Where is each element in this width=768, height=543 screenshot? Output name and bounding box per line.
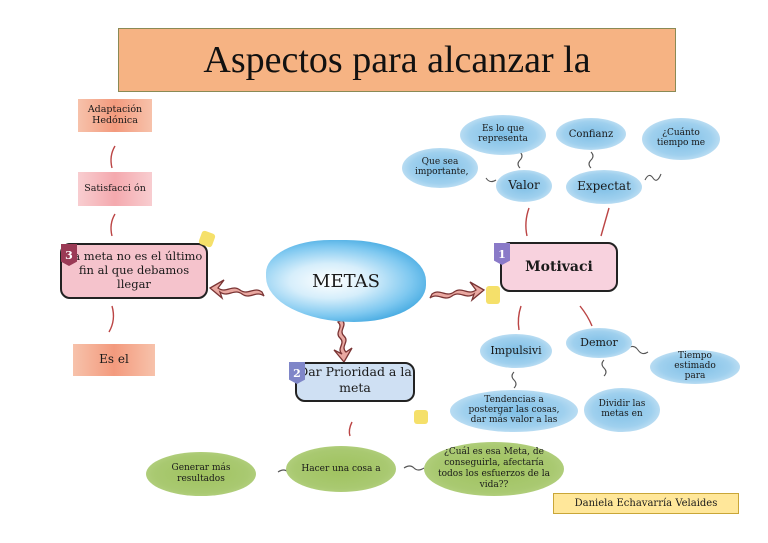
cloud-valor: Valor bbox=[496, 170, 552, 202]
satisfaccion-label: Satisfacci ón bbox=[84, 182, 146, 194]
node-motivacion: Motivaci bbox=[500, 242, 618, 292]
badge-3-number: 3 bbox=[65, 248, 73, 262]
arrow-box3-esel bbox=[108, 305, 115, 333]
demor-label: Demor bbox=[580, 335, 618, 349]
squig-impulsivi-tendencias bbox=[511, 371, 517, 389]
center-metas: METAS bbox=[266, 240, 426, 322]
cloud-cuanto-tiempo: ¿Cuánto tiempo me bbox=[642, 118, 720, 160]
cloud-confianz: Confianz bbox=[556, 118, 626, 150]
squig-expectat-cuanto bbox=[644, 173, 662, 181]
yellow-accent-right bbox=[486, 286, 500, 304]
badge-3: 3 bbox=[61, 244, 77, 266]
adaptacion-label: Adaptación Hedónica bbox=[87, 103, 143, 126]
cloud-dividir: Dividir las metas en bbox=[584, 388, 660, 432]
valor-label: Valor bbox=[508, 178, 540, 193]
arrow-motivacion-valor bbox=[525, 207, 530, 237]
green-generar: Generar más resultados bbox=[146, 452, 256, 496]
impulsivi-label: Impulsivi bbox=[490, 343, 542, 357]
center-label: METAS bbox=[312, 270, 380, 292]
arrow-motivacion-demor bbox=[579, 305, 593, 327]
badge-2: 2 bbox=[289, 362, 305, 384]
arrow-box3-satisfaccion bbox=[110, 213, 116, 237]
green-cual-es: ¿Cuál es esa Meta, de conseguirla, afect… bbox=[424, 442, 564, 496]
page-title: Aspectos para alcanzar la bbox=[203, 39, 591, 81]
cloud-impulsivi: Impulsivi bbox=[480, 334, 552, 368]
yellow-accent-bottom bbox=[414, 410, 428, 424]
node-box3: La meta no es el último fin al que debam… bbox=[60, 243, 208, 299]
confianz-label: Confianz bbox=[568, 128, 614, 140]
node-es-el: Es el bbox=[73, 344, 155, 376]
squig-hacer-cuales bbox=[403, 465, 425, 471]
que-sea-label: Que sea importante, bbox=[415, 157, 469, 177]
cloud-es-lo-que: Es lo que representa bbox=[460, 115, 546, 155]
badge-1-number: 1 bbox=[498, 247, 506, 261]
squig-demor-dividir bbox=[601, 359, 607, 377]
arrow-satisfaccion-adaptacion bbox=[110, 145, 116, 169]
node-satisfaccion: Satisfacci ón bbox=[78, 172, 152, 206]
arrow-box2-hacer bbox=[348, 421, 353, 437]
cloud-que-sea: Que sea importante, bbox=[402, 148, 478, 188]
box3-label: La meta no es el último fin al que debam… bbox=[65, 249, 203, 291]
big-arrow-right bbox=[429, 281, 486, 302]
cual-es-label: ¿Cuál es esa Meta, de conseguirla, afect… bbox=[437, 447, 550, 490]
badge-1: 1 bbox=[494, 243, 510, 265]
node-adaptacion: Adaptación Hedónica bbox=[78, 99, 152, 132]
title-box: Aspectos para alcanzar la bbox=[118, 28, 676, 92]
green-hacer: Hacer una cosa a bbox=[286, 446, 396, 492]
arrow-motivacion-impulsivi bbox=[517, 305, 522, 331]
cloud-demor: Demor bbox=[566, 328, 632, 358]
node-dar-prioridad: Dar Prioridad a la meta bbox=[295, 362, 415, 402]
arrow-motivacion-expectat bbox=[600, 207, 610, 237]
squig-valor-quesea bbox=[485, 177, 497, 183]
dividir-label: Dividir las metas en bbox=[598, 399, 646, 419]
expectat-label: Expectat bbox=[577, 179, 631, 194]
dar-prioridad-label: Dar Prioridad a la meta bbox=[298, 364, 412, 395]
squig-expectat-confianz bbox=[588, 151, 594, 169]
cuanto-tiempo-label: ¿Cuánto tiempo me bbox=[656, 128, 706, 148]
es-lo-que-label: Es lo que representa bbox=[478, 124, 528, 144]
cloud-tendencias: Tendencias a postergar las cosas, dar má… bbox=[450, 390, 578, 432]
es-el-label: Es el bbox=[99, 352, 129, 367]
big-arrow-down bbox=[333, 319, 353, 364]
author-label: Daniela Echavarría Velaides bbox=[574, 498, 718, 509]
big-arrow-left bbox=[208, 279, 265, 300]
generar-label: Generar más resultados bbox=[171, 463, 231, 484]
motivacion-label: Motivaci bbox=[525, 259, 593, 275]
squig-demor-tiempo bbox=[627, 345, 649, 355]
squig-valor-eslo bbox=[517, 151, 523, 169]
author-caption: Daniela Echavarría Velaides bbox=[553, 493, 739, 514]
badge-2-number: 2 bbox=[293, 366, 301, 380]
tiempo-estimado-label: Tiempo estimado para bbox=[674, 351, 716, 381]
cloud-tiempo-estimado: Tiempo estimado para bbox=[650, 350, 740, 384]
tendencias-label: Tendencias a postergar las cosas, dar má… bbox=[468, 395, 560, 425]
cloud-expectat: Expectat bbox=[566, 170, 642, 204]
hacer-label: Hacer una cosa a bbox=[301, 463, 381, 474]
